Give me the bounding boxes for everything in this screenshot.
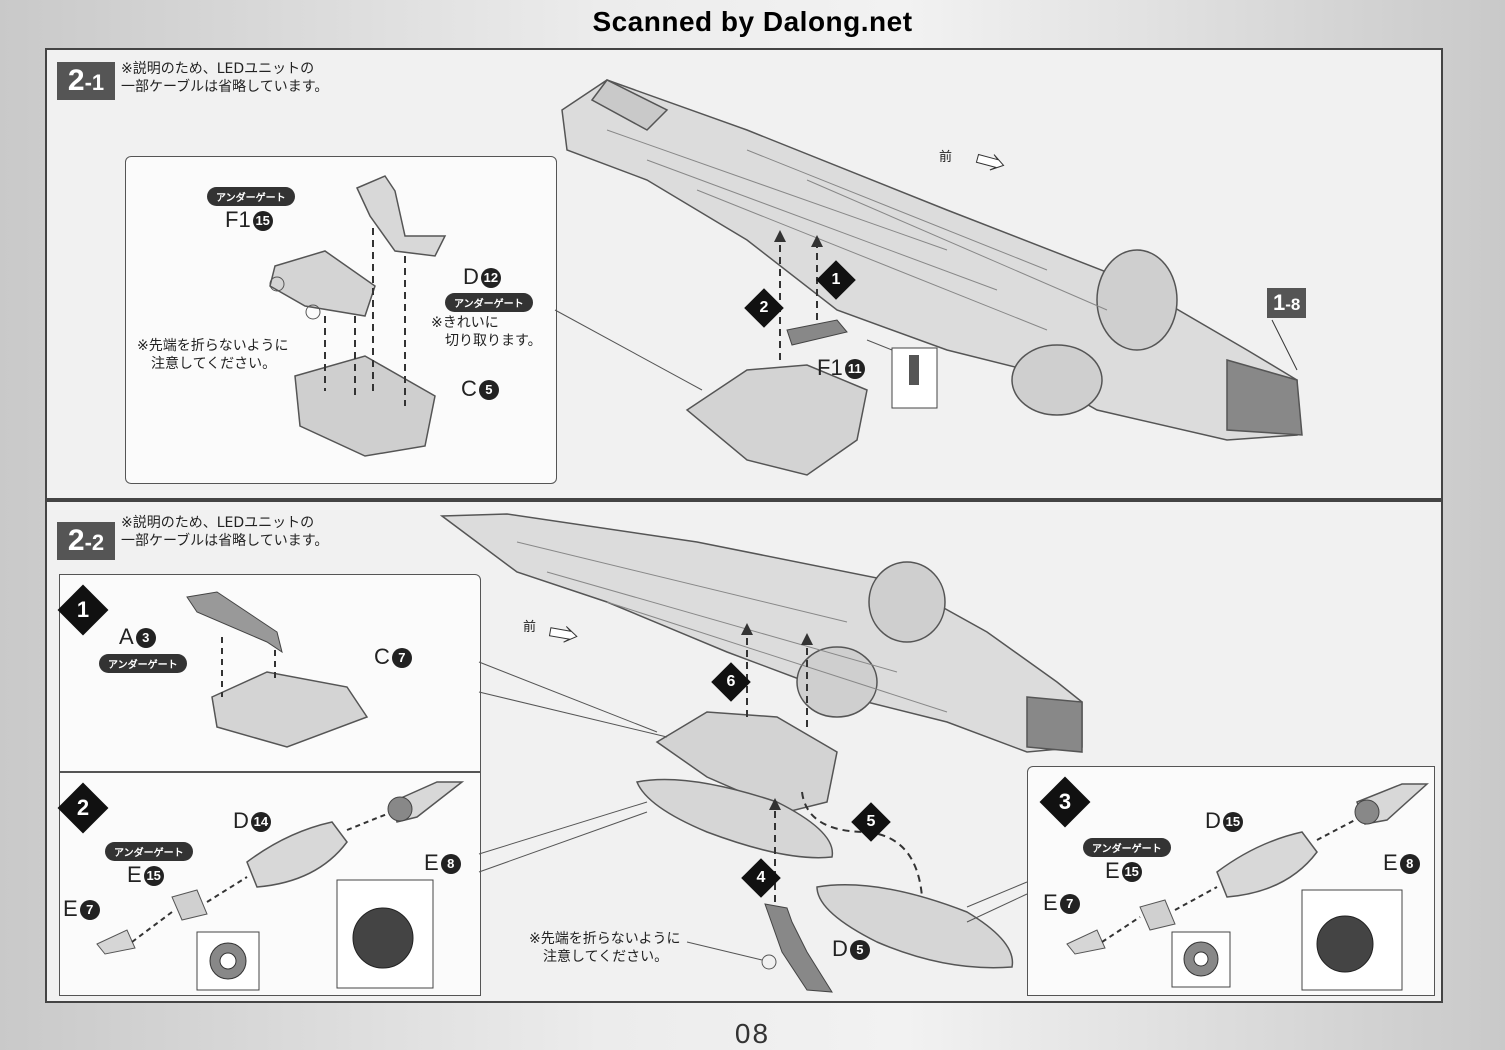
under-gate-badge-d12: アンダーゲート [445, 293, 533, 312]
order-marker-6: 6 [717, 668, 745, 696]
reference-step-1-8: 1-8 [1267, 288, 1307, 318]
front-direction-label-2-1: 前 [939, 150, 953, 165]
tip-caution-note-2-2: ※先端を折らないように 注意してください。 [529, 931, 681, 965]
under-gate-badge-e15: アンダーゲート [105, 842, 193, 861]
tip-e7 [96, 929, 136, 955]
order-marker-5: 5 [857, 808, 885, 836]
engine-cone-d15 [1216, 831, 1318, 898]
under-gate-badge-a3: アンダーゲート [99, 654, 187, 673]
tip-caution-note-2-1: ※先端を折らないように 注意してください。 [137, 338, 289, 372]
long-pod-part [635, 778, 834, 859]
scanner-banner: Scanned by Dalong.net [592, 6, 913, 37]
step-2-2-panel: 2-2 ※説明のため、LEDユニットの 一部ケーブルは省略しています。 [45, 500, 1443, 1003]
fuselage-illustration-2-2 [96, 513, 1429, 993]
step-2-2-note: ※説明のため、LEDユニットの 一部ケーブルは省略しています。 [121, 515, 329, 549]
engine-cone-d14 [246, 821, 348, 888]
hull-part-2-2 [655, 711, 838, 813]
inset-parts-2-1 [269, 175, 447, 457]
fuselage-illustration-2-1 [554, 79, 1303, 476]
step-number-2-1: 2-1 [57, 62, 115, 100]
clean-cut-note: ※きれいに 切り取ります。 [431, 315, 542, 349]
step-2-1-note: ※説明のため、LEDユニットの 一部ケーブルは省略しています。 [121, 61, 329, 95]
substep-marker-3: 3 [1047, 784, 1083, 820]
order-marker-1: 1 [822, 266, 850, 294]
lower-pod-part [816, 884, 1014, 969]
lower-hull-part [685, 364, 868, 476]
part-a3 [186, 591, 283, 654]
part-c7 [211, 671, 369, 748]
front-direction-label-2-2: 前 [523, 620, 537, 635]
ring-e15 [171, 889, 208, 921]
page-number: 08 [734, 1018, 771, 1049]
tip-e7b [1066, 929, 1106, 955]
substep-marker-2: 2 [65, 790, 101, 826]
order-marker-2: 2 [750, 294, 778, 322]
order-marker-4: 4 [747, 864, 775, 892]
blade-part-d5 [764, 903, 833, 993]
substep-marker-1: 1 [65, 592, 101, 628]
step-number-2-2: 2-2 [57, 522, 115, 560]
step-2-1-panel: 2-1 ※説明のため、LEDユニットの 一部ケーブルは省略しています。 [45, 48, 1443, 500]
under-gate-badge-f1: アンダーゲート [207, 187, 295, 206]
ring-e15b [1139, 899, 1176, 931]
under-gate-badge-e15b: アンダーゲート [1083, 838, 1171, 857]
